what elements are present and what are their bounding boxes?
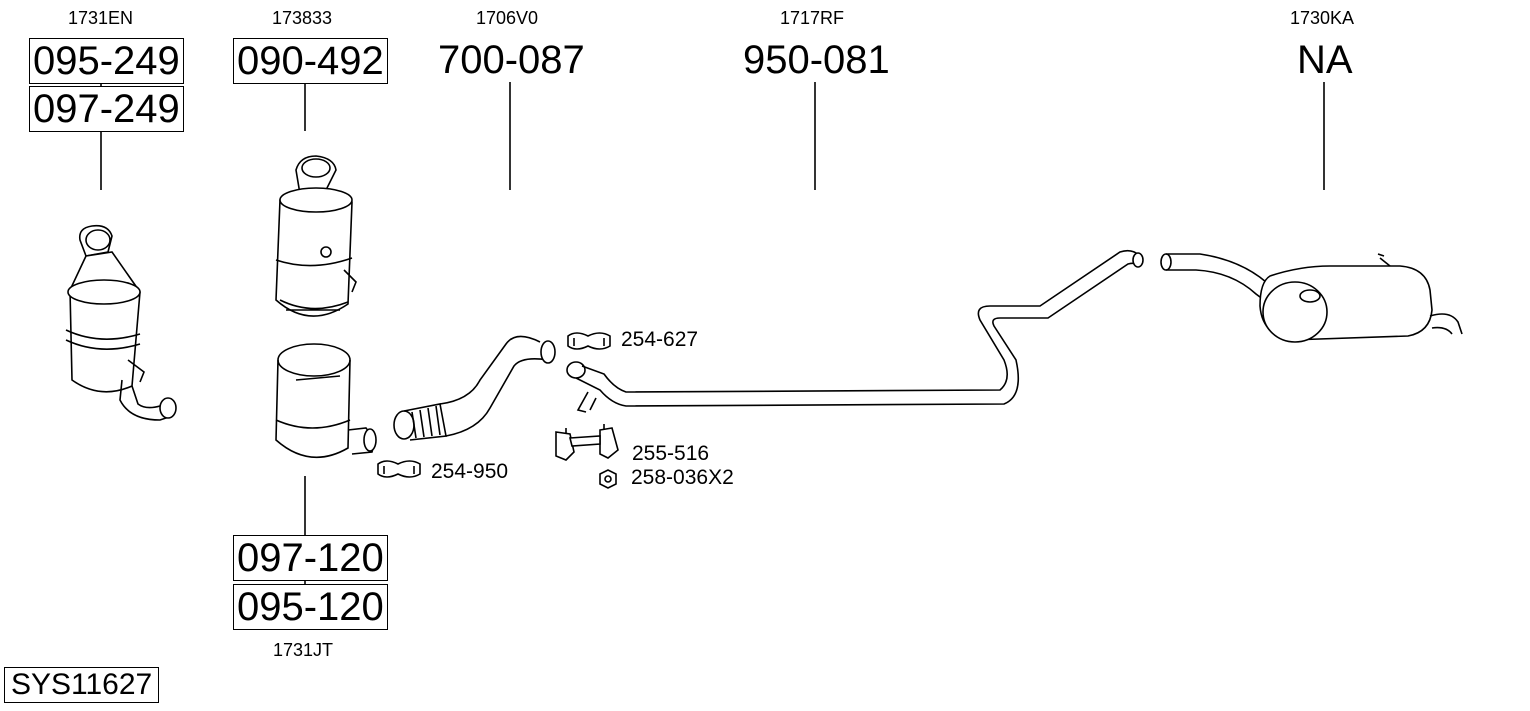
- part-number-700-087[interactable]: 700-087: [438, 38, 585, 82]
- oe-code-1731en: 1731EN: [68, 8, 134, 28]
- part-number-097-120[interactable]: 097-120: [233, 535, 388, 581]
- oe-code-1717rf: 1717RF: [780, 8, 845, 28]
- part-number-097-249[interactable]: 097-249: [29, 86, 184, 132]
- oe-code-1730ka: 1730KA: [1290, 8, 1355, 28]
- part-number-090-492[interactable]: 090-492: [233, 38, 388, 84]
- clamp-254-627-drawing: [567, 332, 611, 350]
- dpf-top-drawing: [275, 155, 357, 317]
- rear-silencer-drawing: [1160, 253, 1463, 343]
- nut-258-036-drawing: [599, 469, 617, 489]
- clamp-254-950-drawing: [377, 460, 421, 478]
- oe-code-1706v0: 1706V0: [476, 8, 539, 28]
- bracket-255-516-drawing: [555, 424, 619, 461]
- accessory-nut-258-036x2[interactable]: 258-036X2: [631, 466, 734, 489]
- accessory-clamp-254-950[interactable]: 254-950: [431, 460, 509, 483]
- part-number-095-120[interactable]: 095-120: [233, 584, 388, 630]
- dpf-bottom-drawing: [275, 343, 377, 459]
- middle-pipe-drawing: [566, 249, 1144, 413]
- part-number-950-081[interactable]: 950-081: [743, 38, 890, 82]
- accessory-bracket-255-516[interactable]: 255-516: [632, 442, 710, 465]
- part-number-095-249[interactable]: 095-249: [29, 38, 184, 84]
- catalytic-converter-a-drawing: [65, 224, 177, 421]
- flex-pipe-drawing: [393, 335, 556, 441]
- part-number-rear-silencer: NA: [1297, 38, 1353, 82]
- oe-code-173833: 173833: [272, 8, 333, 28]
- accessory-clamp-254-627[interactable]: 254-627: [621, 328, 699, 351]
- oe-code-1731jt: 1731JT: [273, 640, 334, 660]
- system-id-label: SYS11627: [4, 667, 160, 703]
